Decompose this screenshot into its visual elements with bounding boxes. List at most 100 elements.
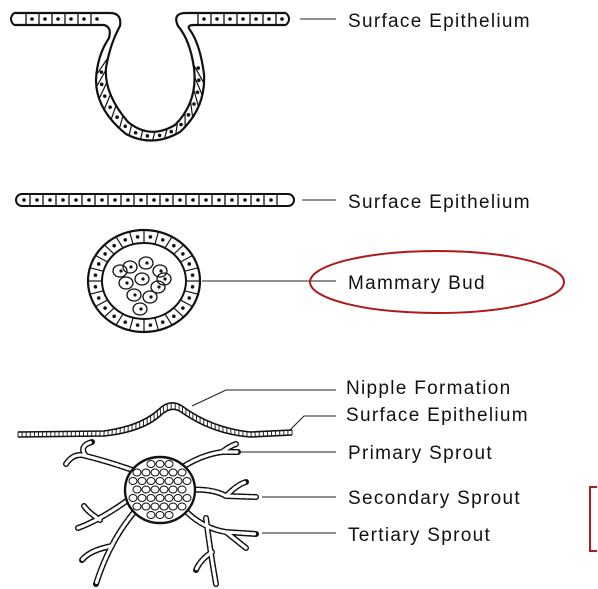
cell-nucleus <box>141 277 144 280</box>
cell-nucleus <box>161 320 165 324</box>
cell-nucleus <box>145 261 148 264</box>
cell-nucleus <box>22 198 26 202</box>
sample-top <box>18 403 292 432</box>
cell-nucleus <box>187 296 191 300</box>
label-secondary-sprout: Secondary Sprout <box>348 488 521 509</box>
cell-nucleus <box>191 198 195 202</box>
cell-nucleus <box>165 198 169 202</box>
panel-mammary-bud: Surface Epithelium Mammary Bud <box>16 192 564 332</box>
cell-nucleus <box>126 198 130 202</box>
cell-wall <box>153 132 155 141</box>
surface-epithelium-strip-drawing <box>16 194 294 206</box>
cell-nucleus <box>69 17 73 21</box>
cell-nucleus <box>97 296 101 300</box>
cell-wall <box>116 237 123 248</box>
cell-nucleus <box>158 134 162 138</box>
cell-nucleus <box>280 17 284 21</box>
cell-nucleus <box>228 17 232 21</box>
cell-nucleus <box>196 91 200 95</box>
epithelium-outer-edge <box>14 13 286 132</box>
cell-nucleus <box>187 262 191 266</box>
label-surface-epithelium-3: Surface Epithelium <box>346 405 529 426</box>
cell-nucleus <box>35 198 39 202</box>
cell-nucleus <box>161 238 165 242</box>
cell-nucleus <box>159 269 162 272</box>
invaginating-epithelium-drawing <box>11 13 289 141</box>
cell-wall <box>130 318 134 331</box>
cell-nucleus <box>192 102 196 106</box>
panel-sprouting: Nipple Formation Surface Epithelium Prim… <box>18 378 597 584</box>
cell-wall <box>130 232 134 245</box>
epithelium-right-end <box>286 13 289 25</box>
cell-nucleus <box>196 66 200 70</box>
cell-nucleus <box>112 244 116 248</box>
cell-wall <box>155 318 159 331</box>
cell-nucleus <box>95 17 99 21</box>
cell-nucleus <box>94 273 98 277</box>
cell-nucleus <box>178 198 182 202</box>
cell-wall <box>165 314 172 325</box>
cell-wall <box>185 268 199 271</box>
cell-nucleus <box>94 285 98 289</box>
cell-nucleus <box>56 17 60 21</box>
cell-nucleus <box>172 244 176 248</box>
cell-nucleus <box>256 198 260 202</box>
cell-nucleus <box>134 131 138 135</box>
panel-invagination: Surface Epithelium <box>11 11 531 141</box>
cell-nucleus <box>267 17 271 21</box>
bud-inner-ring <box>102 243 186 319</box>
cell-nucleus <box>61 198 65 202</box>
cell-wall <box>155 232 159 245</box>
cell-wall <box>141 130 143 139</box>
cell-nucleus <box>187 113 191 117</box>
cell-nucleus <box>125 281 128 284</box>
cell-nucleus <box>269 198 273 202</box>
cell-nucleus <box>119 269 122 272</box>
cell-nucleus <box>133 293 136 296</box>
cell-wall <box>116 314 123 325</box>
cell-nucleus <box>179 123 183 127</box>
cell-nucleus <box>30 17 34 21</box>
cell-nucleus <box>230 198 234 202</box>
cell-nucleus <box>123 238 127 242</box>
cell-wall <box>90 291 104 294</box>
leader-surface-epithelium-3 <box>290 416 336 430</box>
cell-wall <box>96 300 108 307</box>
epithelium-left-end <box>11 13 14 25</box>
cell-wall <box>180 300 192 307</box>
cell-nucleus <box>123 125 127 129</box>
sprouting-gland-drawing <box>18 403 292 584</box>
cell-nucleus <box>202 17 206 21</box>
cell-nucleus <box>215 17 219 21</box>
highlight-bracket-sprouts <box>590 487 597 551</box>
cell-wall <box>129 125 132 136</box>
cell-nucleus <box>241 17 245 21</box>
cell-nucleus <box>103 94 107 98</box>
label-tertiary-sprout: Tertiary Sprout <box>348 525 491 546</box>
cell-nucleus <box>163 277 166 280</box>
cell-nucleus <box>172 315 176 319</box>
cell-nucleus <box>149 295 152 298</box>
cell-nucleus <box>129 265 132 268</box>
cell-nucleus <box>204 198 208 202</box>
label-mammary-bud: Mammary Bud <box>348 273 486 294</box>
epithelium-inner-edge <box>14 25 286 141</box>
mammary-bud-drawing <box>88 230 200 332</box>
cell-nucleus <box>146 134 150 138</box>
cell-nucleus <box>136 235 140 239</box>
cell-nucleus <box>181 252 185 256</box>
cell-nucleus <box>100 198 104 202</box>
label-nipple-formation: Nipple Formation <box>346 378 511 399</box>
cell-nucleus <box>191 273 195 277</box>
cell-nucleus <box>152 198 156 202</box>
label-surface-epithelium-2: Surface Epithelium <box>348 192 531 213</box>
cell-nucleus <box>217 198 221 202</box>
cell-wall <box>96 256 108 263</box>
cell-wall <box>90 268 104 271</box>
cell-nucleus <box>103 306 107 310</box>
cell-nucleus <box>149 323 153 327</box>
cell-nucleus <box>136 323 140 327</box>
cell-wall <box>165 237 172 248</box>
cell-nucleus <box>123 320 127 324</box>
cell-nucleus <box>113 198 117 202</box>
